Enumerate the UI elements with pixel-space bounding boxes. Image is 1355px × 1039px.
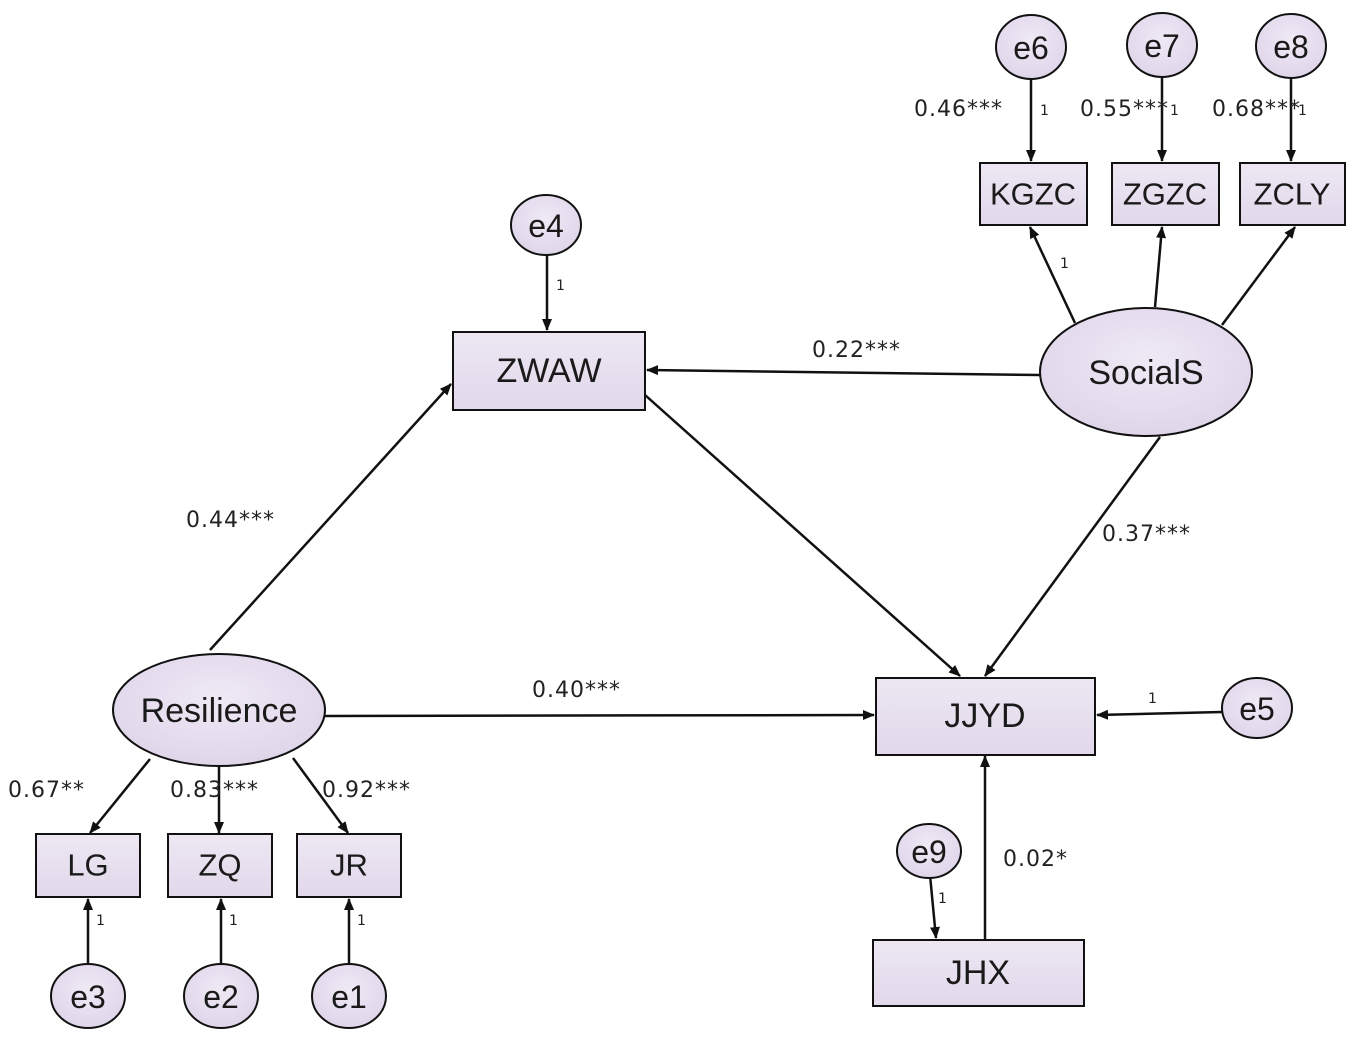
svg-text:ZQ: ZQ bbox=[198, 848, 241, 883]
error-e7: e7 bbox=[1126, 12, 1198, 78]
path-socials-zwaw bbox=[646, 365, 1041, 377]
fixed-e2: 1 bbox=[229, 913, 238, 929]
svg-text:e8: e8 bbox=[1273, 29, 1309, 65]
fixed-e6: 1 bbox=[1040, 103, 1049, 119]
coef-e6-kgzc: 0.46*** bbox=[914, 97, 1003, 122]
latent-socials: SocialS bbox=[1039, 307, 1253, 437]
node-jhx: JHX bbox=[872, 939, 1085, 1007]
fixed-e1: 1 bbox=[357, 913, 366, 929]
fixed-e3: 1 bbox=[96, 913, 105, 929]
path-resilience-jr bbox=[291, 757, 350, 834]
path-socials-jjyd bbox=[983, 436, 1162, 677]
svg-text:Resilience: Resilience bbox=[141, 692, 298, 730]
latent-resilience: Resilience bbox=[112, 653, 326, 767]
svg-text:e3: e3 bbox=[70, 979, 106, 1015]
coef-resilience-zwaw: 0.44*** bbox=[186, 508, 275, 533]
node-jjyd: JJYD bbox=[875, 677, 1096, 756]
node-kgzc: KGZC bbox=[979, 162, 1088, 226]
svg-text:ZWAW: ZWAW bbox=[496, 352, 601, 390]
error-e6: e6 bbox=[995, 14, 1067, 80]
path-resilience-lg bbox=[89, 758, 151, 834]
error-e4: e4 bbox=[510, 194, 582, 256]
fixed-e5: 1 bbox=[1148, 691, 1157, 707]
coef-jhx-jjyd: 0.02* bbox=[1003, 847, 1068, 872]
coef-resilience-jr: 0.92*** bbox=[322, 778, 411, 803]
node-jr: JR bbox=[296, 833, 402, 898]
path-resilience-zwaw bbox=[209, 383, 452, 651]
error-e5: e5 bbox=[1221, 677, 1293, 739]
path-socials-zcly bbox=[1220, 226, 1297, 326]
svg-text:JR: JR bbox=[330, 848, 368, 883]
error-e9: e9 bbox=[896, 823, 962, 879]
path-resilience-jjyd bbox=[324, 710, 875, 721]
coef-e7-zgzc: 0.55*** bbox=[1080, 97, 1169, 122]
svg-text:e1: e1 bbox=[331, 979, 367, 1015]
svg-text:KGZC: KGZC bbox=[990, 177, 1076, 212]
coef-resilience-jjyd: 0.40*** bbox=[532, 678, 621, 703]
svg-text:e2: e2 bbox=[203, 979, 239, 1015]
svg-text:e4: e4 bbox=[528, 208, 564, 244]
node-zq: ZQ bbox=[167, 833, 273, 898]
svg-text:JHX: JHX bbox=[946, 954, 1010, 992]
coef-resilience-zq: 0.83*** bbox=[170, 778, 259, 803]
node-zwaw: ZWAW bbox=[452, 331, 646, 411]
node-zgzc: ZGZC bbox=[1111, 162, 1220, 226]
coefficient-labels: 0.44*** 0.22*** 0.40*** 0.37*** 0.02* 0.… bbox=[8, 97, 1301, 872]
path-zwaw-jjyd bbox=[644, 394, 961, 677]
error-e8: e8 bbox=[1255, 13, 1327, 79]
path-e5-jjyd bbox=[1096, 709, 1223, 720]
fixed-kgzc: 1 bbox=[1060, 256, 1069, 272]
path-socials-kgzc bbox=[1028, 226, 1077, 324]
error-e1: e1 bbox=[311, 963, 387, 1029]
fixed-e8: 1 bbox=[1298, 103, 1307, 119]
fixed-e4: 1 bbox=[556, 278, 565, 294]
svg-text:JJYD: JJYD bbox=[944, 697, 1025, 735]
svg-text:e9: e9 bbox=[911, 834, 947, 870]
path-socials-zgzc bbox=[1153, 226, 1167, 308]
svg-text:LG: LG bbox=[67, 848, 108, 883]
svg-text:e6: e6 bbox=[1013, 30, 1049, 66]
coef-socials-zwaw: 0.22*** bbox=[812, 338, 901, 363]
node-lg: LG bbox=[35, 833, 141, 898]
fixed-e9: 1 bbox=[938, 891, 947, 907]
error-e2: e2 bbox=[183, 963, 259, 1029]
paths bbox=[83, 78, 1297, 965]
coef-resilience-lg: 0.67** bbox=[8, 778, 85, 803]
error-e3: e3 bbox=[50, 963, 126, 1029]
svg-text:ZGZC: ZGZC bbox=[1123, 177, 1207, 212]
node-zcly: ZCLY bbox=[1239, 162, 1346, 226]
path-e9-jhx bbox=[928, 874, 940, 939]
svg-text:ZCLY: ZCLY bbox=[1254, 177, 1331, 212]
fixed-loading-labels: 1 1 1 1 1 1 1 1 1 1 bbox=[96, 103, 1307, 929]
coef-socials-jjyd: 0.37*** bbox=[1102, 522, 1191, 547]
svg-text:e7: e7 bbox=[1144, 28, 1180, 64]
svg-text:e5: e5 bbox=[1239, 691, 1275, 727]
coef-e8-zcly: 0.68*** bbox=[1212, 97, 1301, 122]
fixed-e7: 1 bbox=[1170, 103, 1179, 119]
svg-text:SocialS: SocialS bbox=[1088, 354, 1203, 392]
